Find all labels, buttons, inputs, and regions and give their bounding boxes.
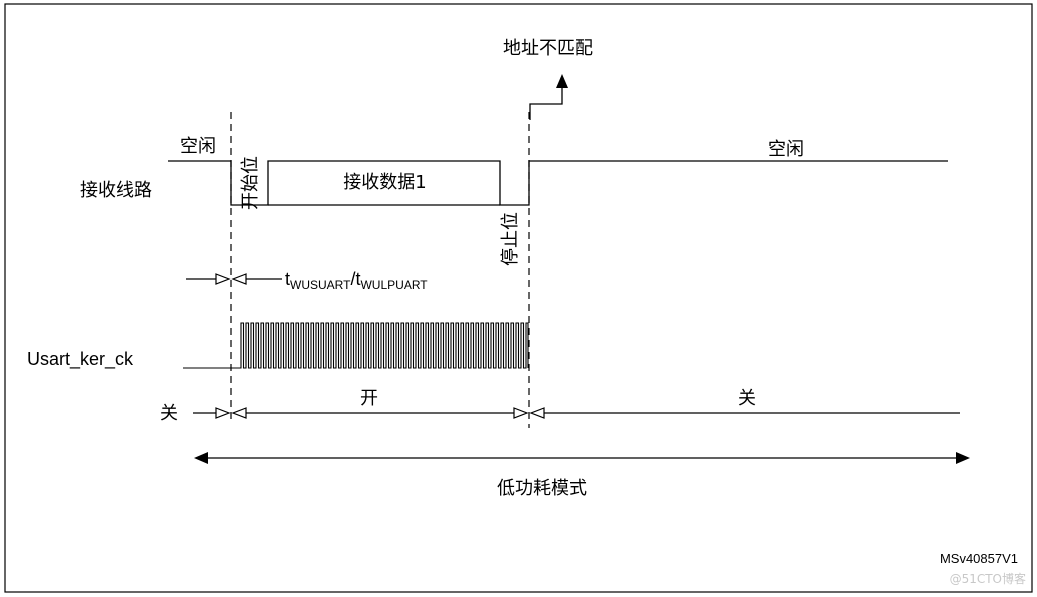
off-right-arrowhead: [529, 407, 545, 419]
receive-line-waveform: [168, 160, 948, 206]
receive-data-label: 接收数据1: [343, 172, 426, 193]
address-mismatch-label: 地址不匹配: [503, 38, 593, 59]
low-power-arrowhead-right: [956, 452, 970, 464]
address-mismatch-arrowhead: [556, 74, 568, 88]
off-left-label: 关: [160, 403, 178, 424]
wakeup-time-sub1: WUSUART: [290, 278, 351, 292]
off-right-label: 关: [738, 388, 756, 409]
stop-bit-label-group: 停止位: [500, 212, 521, 266]
twu-arrow-right-head: [231, 273, 247, 285]
stop-bit-label: 停止位: [500, 212, 521, 266]
usart-ker-ck-waveform: [183, 322, 529, 369]
wakeup-time-sub2: WULPUART: [360, 278, 428, 292]
on-arrowhead-left: [231, 407, 247, 419]
twu-arrow-left-head: [215, 273, 231, 285]
wakeup-time-t: t: [285, 269, 290, 289]
low-power-mode-label: 低功耗模式: [497, 478, 587, 499]
off-left-arrowhead: [215, 407, 231, 419]
figure-frame: [4, 3, 1033, 593]
wakeup-time-sep: /t: [350, 269, 360, 289]
start-bit-label-group: 开始位: [240, 156, 261, 210]
wakeup-time-label: tWUSUART/tWULPUART: [285, 269, 428, 292]
figure-id: MSv40857V1: [940, 551, 1018, 566]
on-arrowhead-right: [513, 407, 529, 419]
watermark: @51CTO博客: [950, 571, 1026, 586]
receive-line-label: 接收线路: [80, 180, 152, 201]
usart-ker-ck-label: Usart_ker_ck: [27, 349, 134, 370]
idle-left-label: 空闲: [180, 136, 216, 157]
address-mismatch-arrow: [529, 86, 563, 120]
on-label: 开: [360, 388, 378, 409]
start-bit-label: 开始位: [240, 156, 261, 210]
low-power-arrowhead-left: [194, 452, 208, 464]
idle-right-label: 空闲: [768, 139, 804, 160]
